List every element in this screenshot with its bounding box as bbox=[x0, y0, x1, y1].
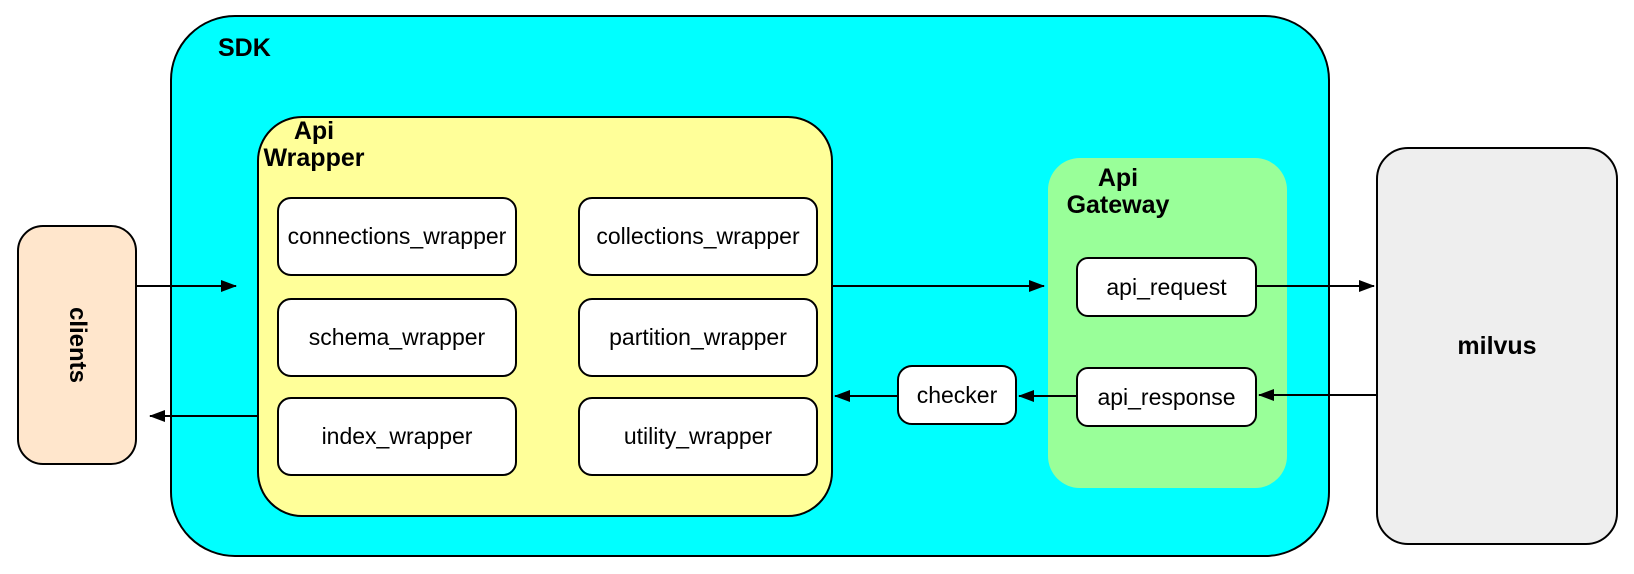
api-request-node: api_request bbox=[1076, 257, 1257, 317]
api-wrapper-group-title: Api Wrapper bbox=[258, 118, 370, 172]
clients-node-label: clients bbox=[64, 306, 91, 384]
api-gateway-title-line1: Api bbox=[1097, 164, 1139, 192]
api-wrapper-title-line1: Api bbox=[293, 117, 335, 145]
partition-wrapper-node: partition_wrapper bbox=[578, 298, 818, 377]
connections-wrapper-node: connections_wrapper bbox=[277, 197, 517, 276]
api-gateway-group bbox=[1048, 158, 1287, 488]
api-gateway-group-title: Api Gateway bbox=[1058, 165, 1178, 219]
checker-node: checker bbox=[897, 365, 1017, 425]
index-wrapper-node: index_wrapper bbox=[277, 397, 517, 476]
utility-wrapper-node: utility_wrapper bbox=[578, 397, 818, 476]
sdk-container-label: SDK bbox=[218, 34, 271, 62]
api-response-node: api_response bbox=[1076, 367, 1257, 427]
schema-wrapper-node: schema_wrapper bbox=[277, 298, 517, 377]
milvus-node: milvus bbox=[1376, 147, 1618, 545]
clients-node: clients bbox=[17, 225, 137, 465]
collections-wrapper-node: collections_wrapper bbox=[578, 197, 818, 276]
api-gateway-title-line2: Gateway bbox=[1066, 191, 1170, 219]
api-wrapper-title-line2: Wrapper bbox=[263, 144, 365, 172]
